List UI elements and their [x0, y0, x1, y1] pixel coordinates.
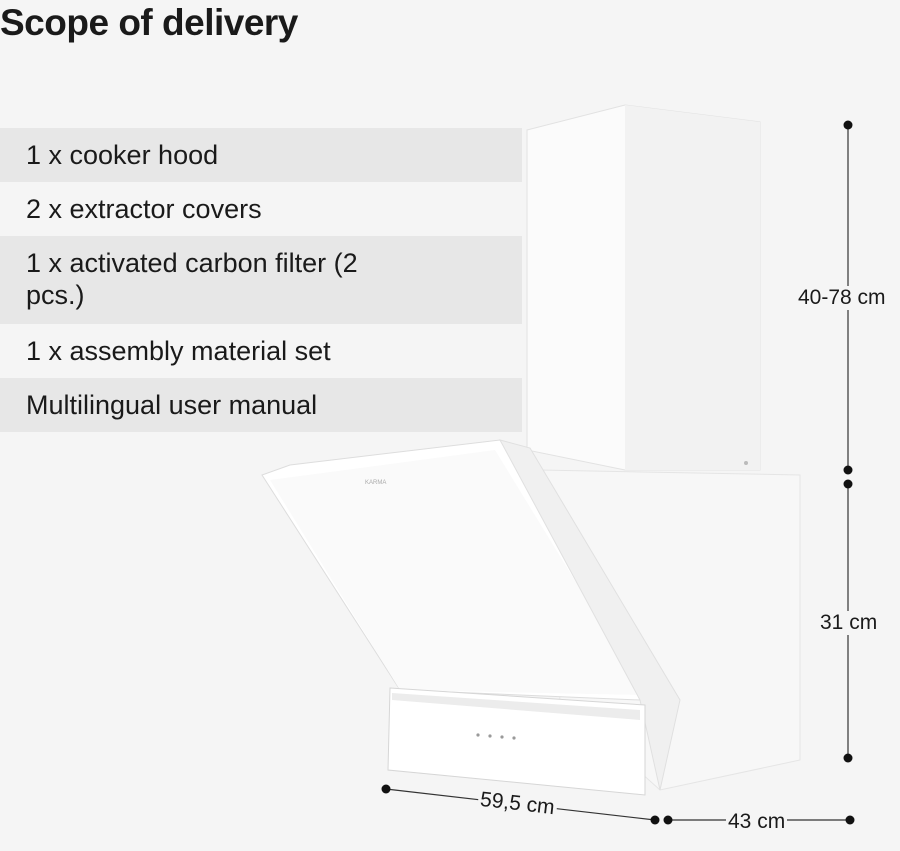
list-item: Multilingual user manual [0, 378, 522, 432]
dim-label-hood: 31 cm [818, 611, 880, 635]
dim-label-depth: 43 cm [726, 810, 788, 834]
list-item: 2 x extractor covers [0, 182, 522, 236]
list-item: 1 x cooker hood [0, 128, 522, 182]
brand-logo: KARMA [365, 480, 386, 486]
list-item: 1 x activated carbon filter (2 pcs.) [0, 236, 522, 324]
page-title: Scope of delivery [0, 2, 298, 43]
dim-label-chimney: 40-78 cm [796, 286, 888, 310]
list-item: 1 x assembly material set [0, 324, 522, 378]
delivery-list: 1 x cooker hood 2 x extractor covers 1 x… [0, 128, 522, 432]
